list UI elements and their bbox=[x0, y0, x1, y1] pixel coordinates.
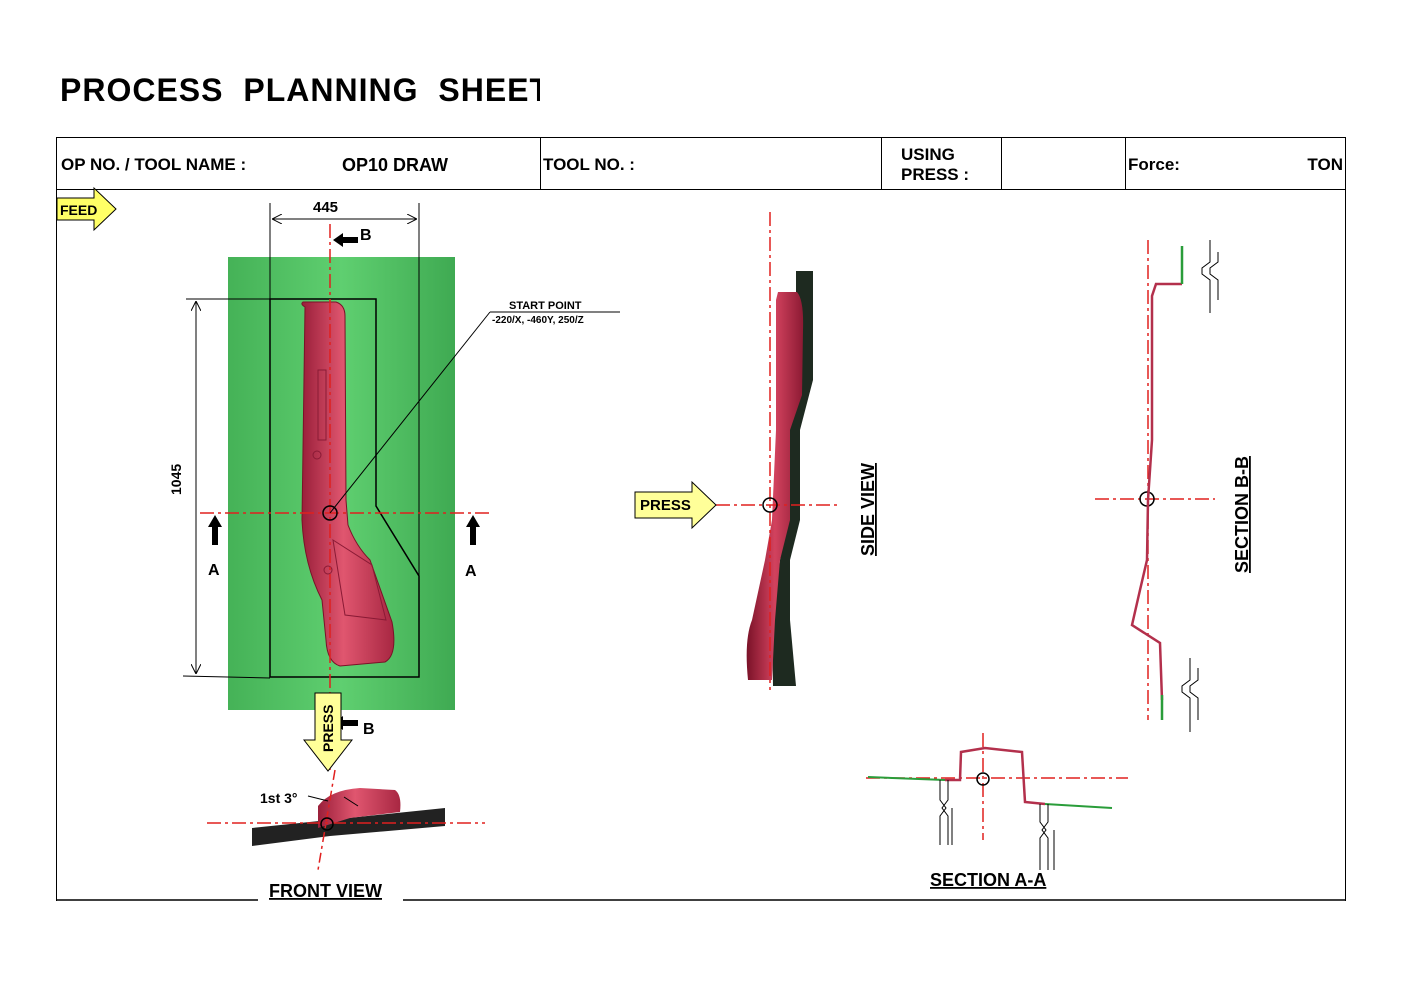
side-view-die bbox=[772, 271, 813, 686]
section-b-arrow-top bbox=[333, 233, 358, 247]
part-plan bbox=[301, 301, 395, 667]
press-cell: USING PRESS : bbox=[882, 138, 1002, 189]
front-view: 1st 3° FRONT VIEW bbox=[207, 769, 485, 901]
start-point-coords: -220/X, -460Y, 250/Z bbox=[492, 315, 584, 326]
side-view-label: SIDE VIEW bbox=[858, 463, 878, 556]
side-view: PRESS SIDE VIEW bbox=[634, 212, 878, 690]
feed-arrow bbox=[56, 186, 117, 232]
tool-label: TOOL NO. : bbox=[543, 155, 635, 174]
op-label: OP NO. / TOOL NAME : bbox=[61, 155, 247, 174]
front-view-angle: 1st 3° bbox=[260, 790, 298, 806]
section-b-label-top: B bbox=[360, 227, 372, 244]
section-a-arrow-left bbox=[208, 515, 222, 545]
length-dimension: 1045 bbox=[168, 464, 184, 495]
drawing-frame bbox=[56, 189, 1346, 901]
front-view-part bbox=[318, 788, 401, 828]
section-b-label-bottom: B bbox=[363, 721, 375, 738]
press-label-1: USING bbox=[901, 145, 955, 164]
section-a-label-left: A bbox=[208, 562, 220, 579]
start-point-marker bbox=[322, 505, 338, 521]
section-bb: SECTION B-B bbox=[1095, 240, 1252, 732]
tool-cell: TOOL NO. : bbox=[541, 138, 882, 189]
force-cell: Force: TON bbox=[1126, 138, 1345, 189]
press-value-cell bbox=[1002, 138, 1126, 189]
section-bb-profile bbox=[1130, 282, 1182, 701]
section-aa-profile bbox=[945, 746, 1046, 806]
section-aa-label: SECTION A-A bbox=[930, 870, 1046, 890]
press-label-2: PRESS : bbox=[901, 165, 970, 184]
section-a-arrow-right bbox=[466, 515, 480, 545]
plan-view: 445 1045 START POINT -220/X, -460Y, 250/… bbox=[56, 186, 620, 772]
page-title: PROCESS PLANNING SHEET bbox=[60, 72, 540, 108]
press-arrow-right bbox=[634, 480, 717, 530]
section-aa: SECTION A-A bbox=[866, 733, 1128, 890]
section-bb-label: SECTION B-B bbox=[1232, 456, 1252, 573]
header-table: OP NO. / TOOL NAME : OP10 DRAW TOOL NO. … bbox=[56, 137, 1346, 190]
feed-label: FEED bbox=[60, 202, 97, 218]
side-view-part bbox=[746, 292, 804, 680]
op-cell: OP NO. / TOOL NAME : OP10 DRAW bbox=[57, 138, 541, 189]
start-point-label: START POINT bbox=[509, 300, 582, 312]
force-label: Force: bbox=[1128, 155, 1180, 174]
section-a-label-right: A bbox=[465, 563, 477, 580]
press-label-down: PRESS bbox=[320, 705, 336, 752]
press-arrow-down bbox=[302, 692, 354, 772]
force-unit: TON bbox=[1307, 155, 1343, 174]
side-view-press-label: PRESS bbox=[640, 497, 691, 514]
width-dimension: 445 bbox=[313, 199, 338, 216]
front-view-binder bbox=[252, 808, 445, 846]
op-value: OP10 DRAW bbox=[342, 155, 449, 175]
front-view-label: FRONT VIEW bbox=[269, 881, 382, 901]
